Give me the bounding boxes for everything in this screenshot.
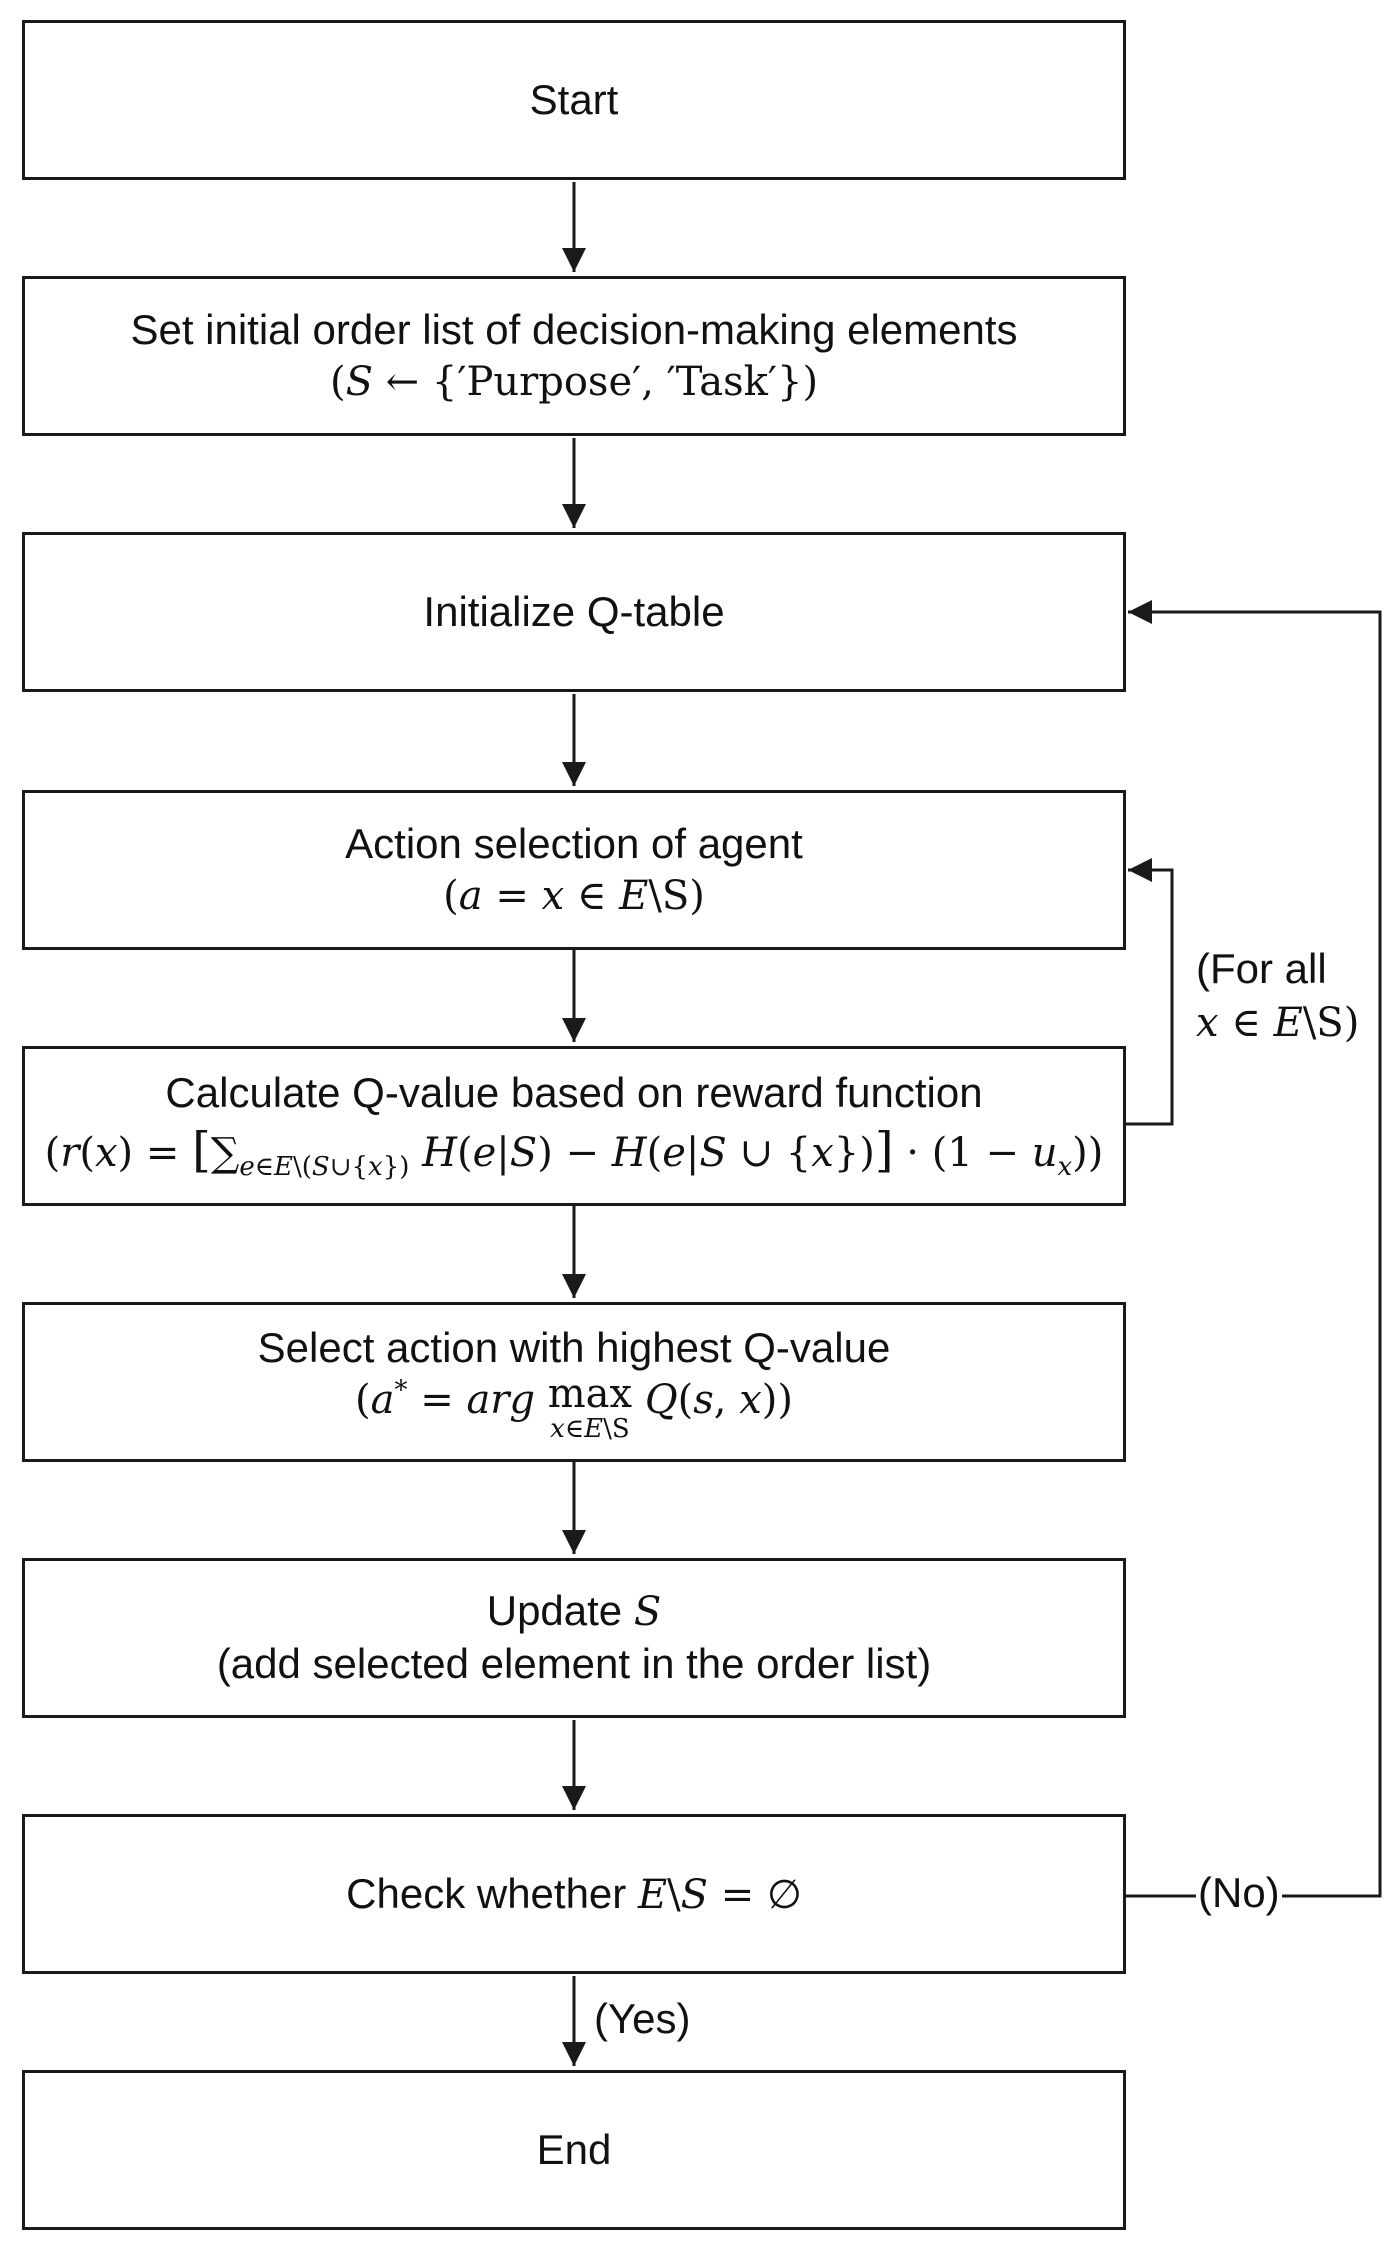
loop-label-line2: x ∈ E\S) — [1196, 999, 1360, 1046]
node-initialize-q-table: Initialize Q-table — [22, 532, 1126, 692]
node-set-initial-formula: (S ← {′Purpose′, ′Task′}) — [329, 359, 819, 406]
node-update-s-sublabel: (add selected element in the order list) — [216, 1640, 932, 1688]
arrow-loop-calc-to-action — [1126, 858, 1174, 1126]
node-set-initial: Set initial order list of decision-makin… — [22, 276, 1126, 436]
node-check: Check whether E\S = ∅ — [22, 1814, 1126, 1974]
node-start: Start — [22, 20, 1126, 180]
node-update-s-label: Update S — [486, 1587, 662, 1636]
node-action-selection-formula: (a = x ∈ E\S) — [443, 873, 705, 920]
node-select-best-action-label: Select action with highest Q-value — [257, 1323, 891, 1371]
node-calculate-q-value-label: Calculate Q-value based on reward functi… — [165, 1068, 983, 1116]
node-calculate-q-value: Calculate Q-value based on reward functi… — [22, 1046, 1126, 1206]
loop-label: (For all x ∈ E\S) — [1196, 942, 1359, 1049]
node-initialize-q-table-label: Initialize Q-table — [423, 587, 725, 635]
loop-label-line1: (For all — [1196, 945, 1327, 992]
node-end: End — [22, 2070, 1126, 2230]
node-end-label: End — [536, 2125, 612, 2173]
yes-label: (Yes) — [594, 1995, 691, 2042]
node-update-s: Update S (add selected element in the or… — [22, 1558, 1126, 1718]
node-action-selection: Action selection of agent (a = x ∈ E\S) — [22, 790, 1126, 950]
node-action-selection-label: Action selection of agent — [345, 819, 803, 867]
node-select-best-action: Select action with highest Q-value (a* =… — [22, 1302, 1126, 1462]
node-start-label: Start — [529, 75, 619, 123]
node-set-initial-label: Set initial order list of decision-makin… — [130, 305, 1018, 353]
node-check-label: Check whether E\S = ∅ — [346, 1869, 802, 1918]
node-calculate-q-value-formula: (r(x) = [∑e∈E\(S∪{x}) H(e|S) − H(e|S ∪ {… — [44, 1122, 1104, 1183]
arrow-loop-check-to-init — [1126, 600, 1382, 1898]
no-label: (No) — [1196, 1866, 1282, 1921]
